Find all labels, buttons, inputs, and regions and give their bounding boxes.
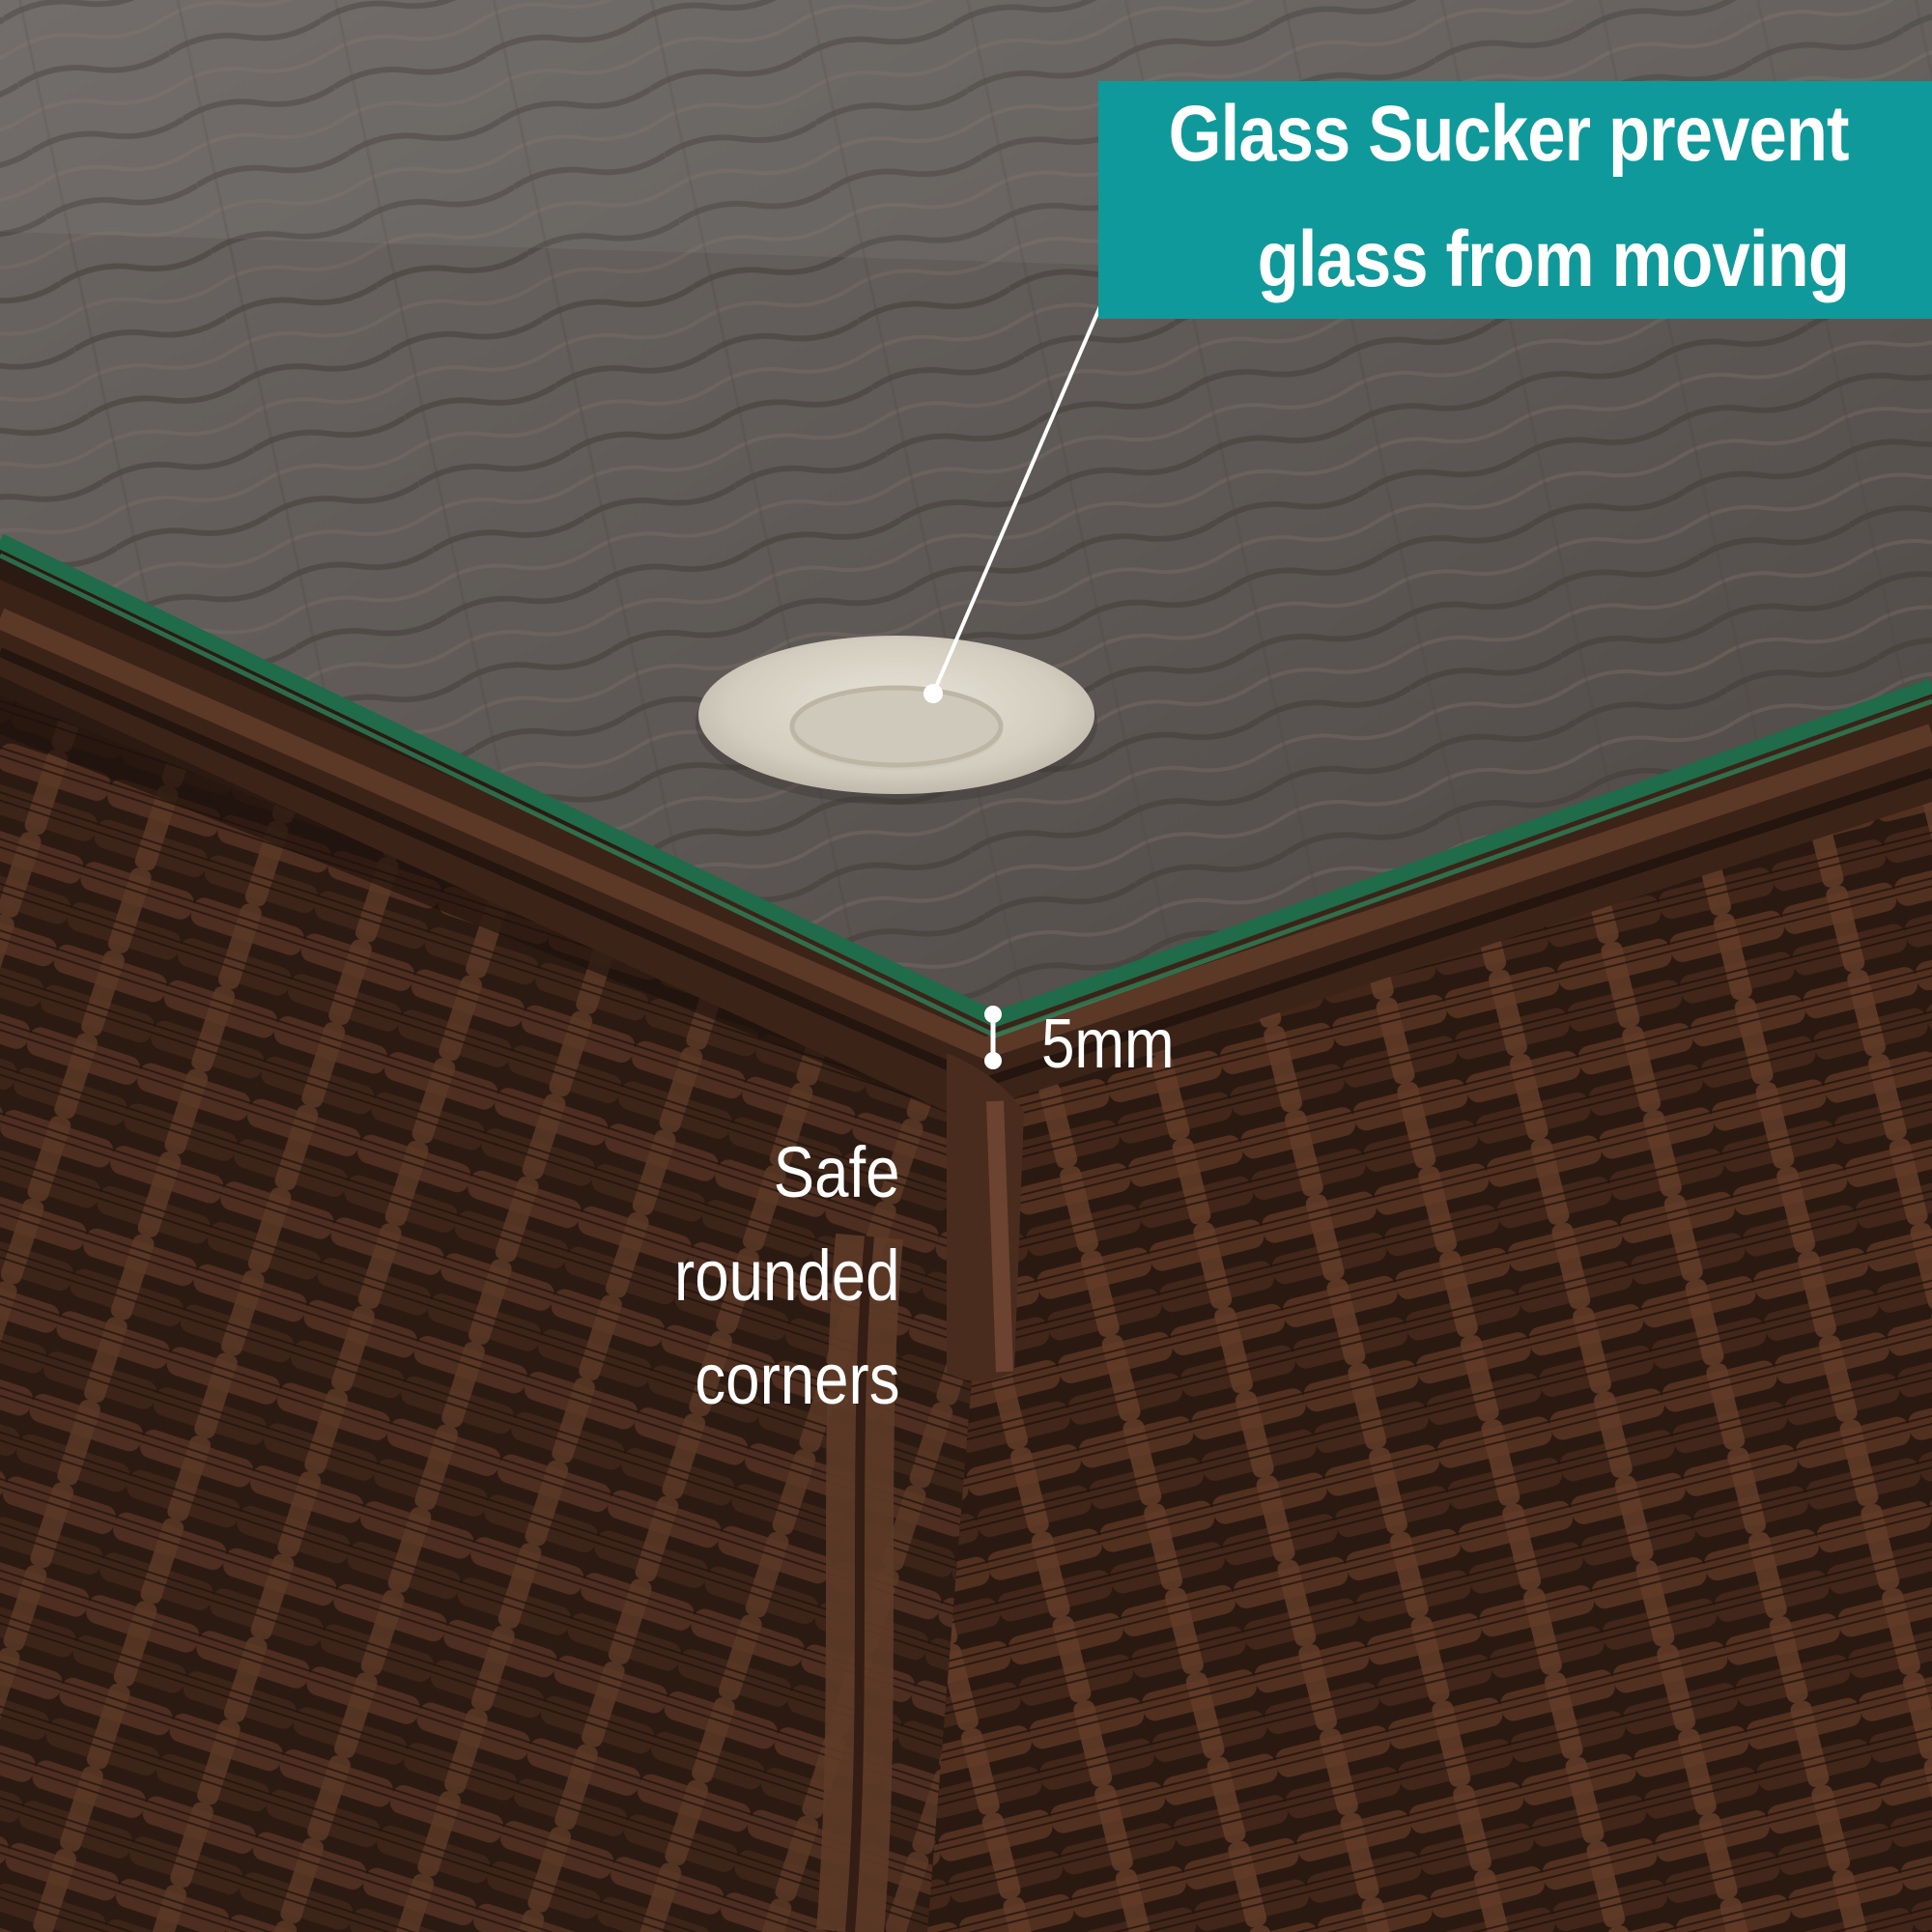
corner-label-line-3: corners <box>695 1339 900 1419</box>
corner-label-line-1: Safe <box>774 1132 900 1212</box>
glass-sucker <box>696 636 1097 805</box>
corner-label: Safe rounded corners <box>674 1121 900 1431</box>
corner-label-line-2: rounded <box>674 1236 900 1316</box>
callout-line-1: Glass Sucker prevent <box>1168 90 1850 178</box>
thickness-label: 5mm <box>1041 1006 1175 1083</box>
callout-line-2: glass from moving <box>1257 215 1850 303</box>
callout-banner <box>1098 81 1932 319</box>
thickness-indicator-icon <box>984 1006 1002 1069</box>
rounded-corner <box>947 1053 1024 1381</box>
